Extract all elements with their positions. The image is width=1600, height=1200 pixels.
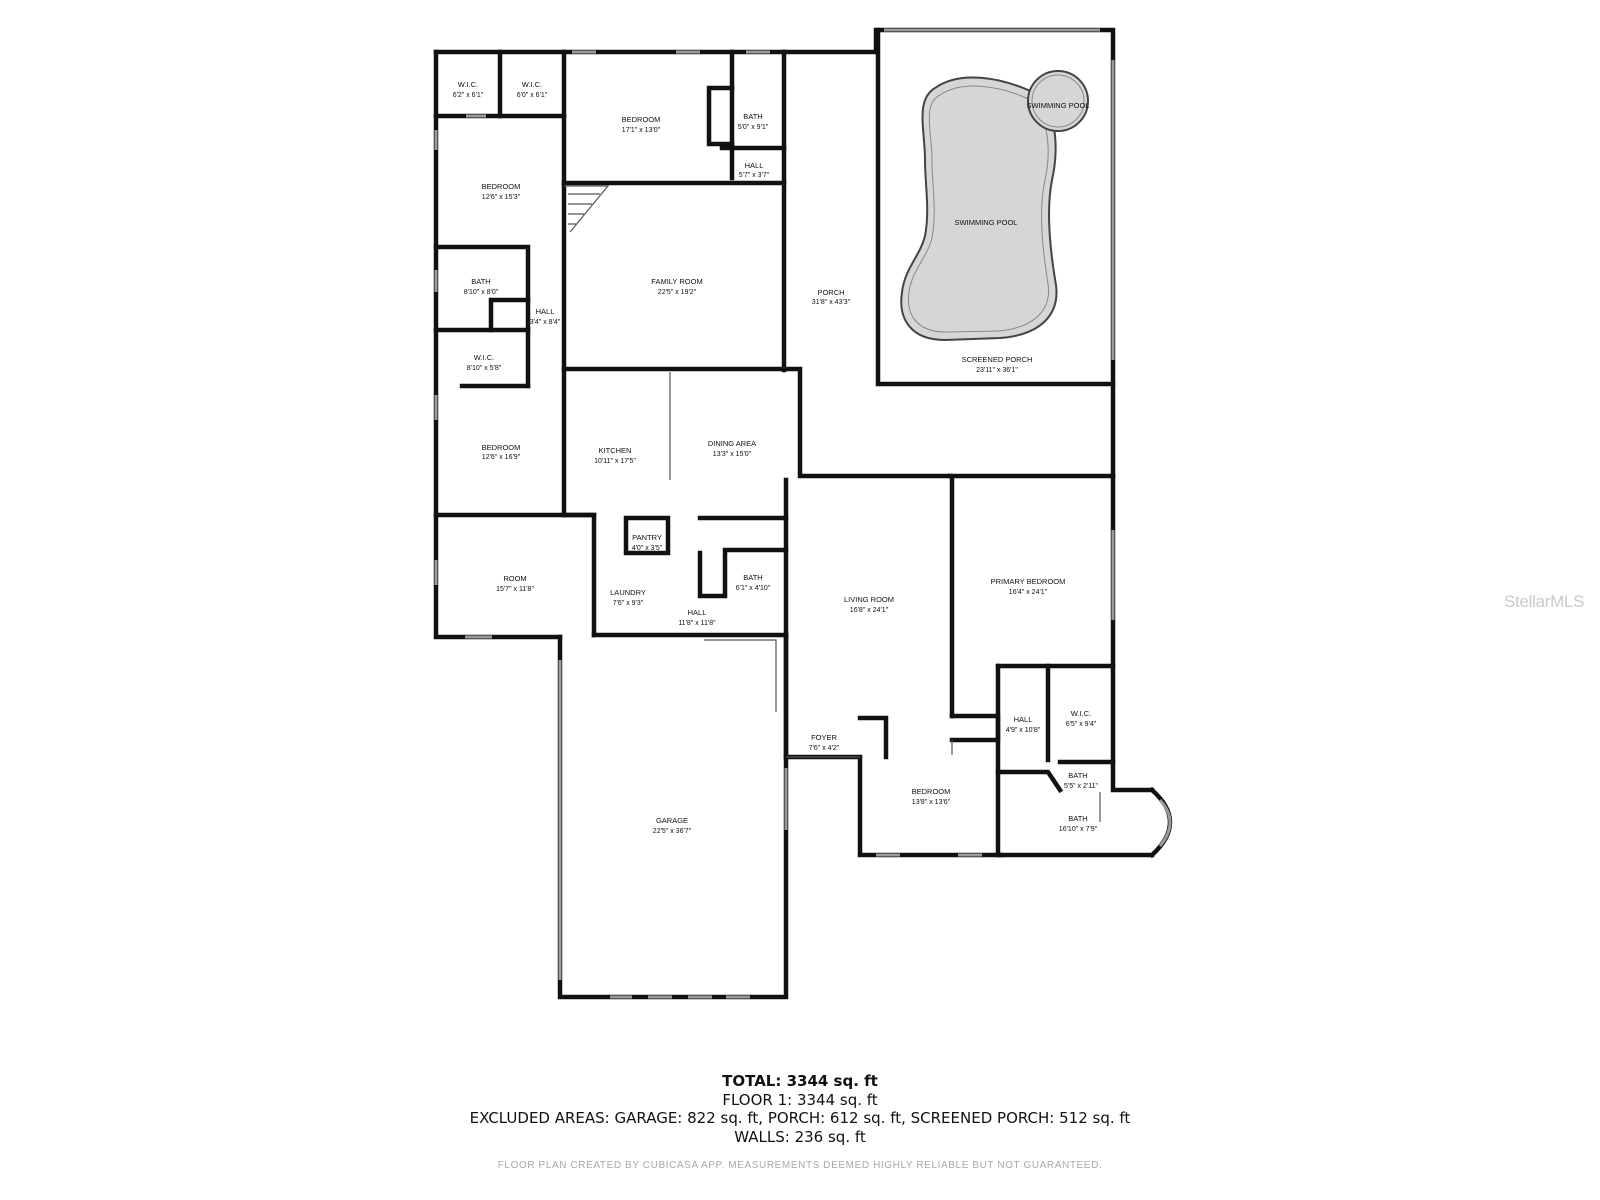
room-foyer-dims: 7'6" x 4'2" — [809, 745, 840, 752]
room-screened-porch-name: SCREENED PORCH — [962, 355, 1033, 364]
room-bedroom-south-dims: 13'8" x 13'6" — [912, 799, 951, 806]
room-bath-center-name: BATH — [743, 573, 762, 582]
room-wic-3-dims: 8'10" x 5'8" — [467, 365, 502, 372]
summary-excluded: EXCLUDED AREAS: GARAGE: 822 sq. ft, PORC… — [469, 1109, 1131, 1127]
room-bath-top-dims: 5'0" x 9'1" — [738, 124, 769, 131]
room-porch-name: PORCH — [817, 288, 844, 297]
room-dining-area-dims: 13'3" x 15'0" — [713, 451, 752, 458]
room-bedroom-top-name: BEDROOM — [622, 115, 661, 124]
room-bath-top-name: BATH — [743, 112, 762, 121]
room-garage-dims: 22'5" x 36'7" — [653, 828, 692, 835]
room-living-room-name: LIVING ROOM — [844, 595, 894, 604]
room-swimming-pool-main-name: SWIMMING POOL — [955, 218, 1018, 227]
room-bath-small-east-dims: 5'5" x 2'11" — [1064, 783, 1098, 790]
area-summary: TOTAL: 3344 sq. ft FLOOR 1: 3344 sq. ft … — [0, 1072, 1600, 1146]
room-room-name: ROOM — [503, 574, 526, 583]
room-kitchen-dims: 10'11" x 17'5" — [594, 458, 636, 465]
room-bedroom-south-name: BEDROOM — [912, 787, 951, 796]
watermark-logo: StellarMLS — [1504, 592, 1585, 611]
room-hall-east-dims: 4'9" x 10'8" — [1006, 727, 1041, 734]
swimming-pool-graphic — [900, 70, 1089, 342]
disclaimer-credit: FLOOR PLAN CREATED BY CUBICASA APP. MEAS… — [497, 1160, 1103, 1171]
room-pantry-dims: 4'0" x 3'5" — [632, 545, 663, 552]
room-wic-2-name: W.I.C. — [522, 80, 542, 89]
interior-walls — [433, 27, 1116, 858]
room-hall-east-name: HALL — [1014, 715, 1033, 724]
room-hall-top-name: HALL — [745, 161, 764, 170]
room-labels: W.I.C. 6'2" x 6'1" W.I.C. 6'0" x 6'1" BE… — [453, 80, 1099, 835]
room-hall-west-dims: 3'4" x 8'4" — [530, 319, 561, 326]
room-living-room-dims: 16'8" x 24'1" — [850, 607, 889, 614]
detail-lines — [564, 185, 1101, 822]
room-bath-small-east-name: BATH — [1068, 771, 1087, 780]
room-wic-1-name: W.I.C. — [458, 80, 478, 89]
room-bedroom-west-lower-dims: 12'6" x 16'9" — [482, 454, 521, 461]
room-foyer-name: FOYER — [811, 733, 837, 742]
room-family-room-name: FAMILY ROOM — [651, 277, 702, 286]
room-bedroom-top-dims: 17'1" x 13'0" — [622, 127, 661, 134]
room-bedroom-west-upper-name: BEDROOM — [482, 182, 521, 191]
room-room-dims: 15'7" x 11'8" — [496, 586, 534, 593]
room-wic-2-dims: 6'0" x 6'1" — [517, 92, 548, 99]
room-wic-1-dims: 6'2" x 6'1" — [453, 92, 484, 99]
room-hall-center-dims: 11'8" x 11'8" — [678, 620, 716, 627]
bath-bay-windows — [1158, 798, 1172, 847]
room-hall-top-dims: 5'7" x 3'7" — [739, 172, 770, 179]
room-bath-primary-name: BATH — [1068, 814, 1087, 823]
room-garage-name: GARAGE — [656, 816, 688, 825]
room-bath-west-name: BATH — [471, 277, 490, 286]
summary-total: TOTAL: 3344 sq. ft — [722, 1072, 878, 1090]
room-bath-primary-dims: 16'10" x 7'9" — [1059, 826, 1098, 833]
room-bedroom-west-lower-name: BEDROOM — [482, 443, 521, 452]
summary-walls: WALLS: 236 sq. ft — [734, 1127, 866, 1146]
room-porch-dims: 31'8" x 43'3" — [812, 299, 851, 306]
room-bath-center-dims: 6'1" x 4'10" — [736, 585, 771, 592]
room-family-room-dims: 22'5" x 19'2" — [658, 289, 697, 296]
summary-floor1: FLOOR 1: 3344 sq. ft — [722, 1090, 878, 1109]
room-screened-porch-dims: 23'11" x 36'1" — [976, 367, 1018, 374]
room-laundry-name: LAUNDRY — [610, 588, 646, 597]
room-wic-3-name: W.I.C. — [474, 353, 494, 362]
room-wic-4-name: W.I.C. — [1071, 709, 1091, 718]
room-pantry-name: PANTRY — [632, 533, 662, 542]
room-hall-west-name: HALL — [536, 307, 555, 316]
room-kitchen-name: KITCHEN — [599, 446, 632, 455]
room-laundry-dims: 7'6" x 9'3" — [613, 600, 644, 607]
room-primary-bedroom-dims: 16'4" x 24'1" — [1009, 589, 1048, 596]
room-bedroom-west-upper-dims: 12'6" x 15'3" — [482, 194, 521, 201]
room-hall-center-name: HALL — [688, 608, 707, 617]
room-wic-4-dims: 6'5" x 9'4" — [1066, 721, 1097, 728]
room-swimming-pool-spa-name: SWIMMING POOL — [1027, 101, 1090, 110]
room-bath-west-dims: 8'10" x 8'0" — [464, 289, 499, 296]
room-primary-bedroom-name: PRIMARY BEDROOM — [991, 577, 1066, 586]
room-dining-area-name: DINING AREA — [708, 439, 756, 448]
windows — [434, 28, 1115, 999]
